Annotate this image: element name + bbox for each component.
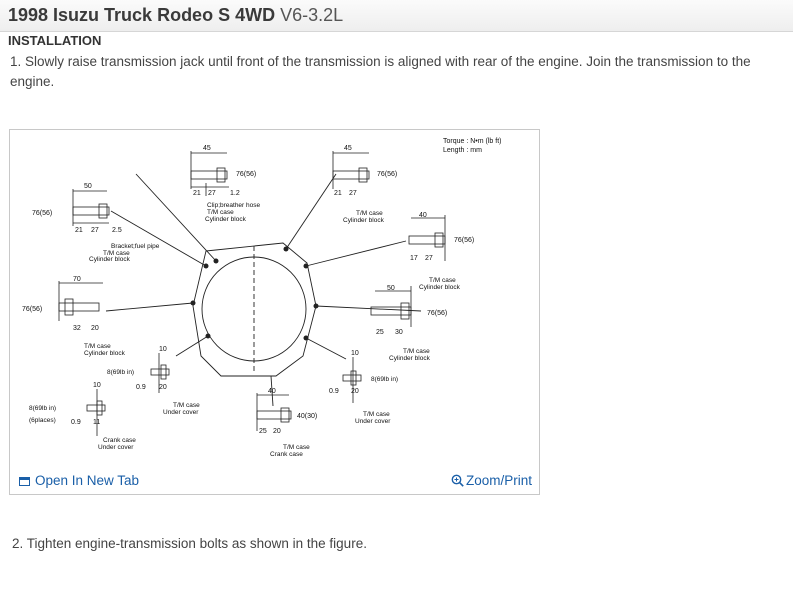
diagram-label: 25 xyxy=(376,329,384,336)
open-in-new-tab-link[interactable]: Open In New Tab xyxy=(19,473,139,488)
diagram-label: 20 xyxy=(273,428,281,435)
diagram-label: 21 xyxy=(334,190,342,197)
page-title: 1998 Isuzu Truck Rodeo S 4WD V6-3.2L xyxy=(8,5,343,26)
new-tab-icon xyxy=(19,477,30,486)
diagram-label: Clip;breather hose xyxy=(207,202,260,209)
diagram-label: 32 xyxy=(73,325,81,332)
diagram-label: 70 xyxy=(73,276,81,283)
diagram-label: 76(56) xyxy=(22,306,42,313)
diagram-label: Bracket;fuel pipe xyxy=(111,243,160,250)
diagram-label: 50 xyxy=(387,285,395,292)
diagram-label: 10 xyxy=(93,382,101,389)
housing-outline xyxy=(192,242,317,377)
bolt-right-lower-small: 10 8(69lb in) 0.9 20 T/M case Under cove… xyxy=(329,350,398,425)
diagram-label: Under cover xyxy=(98,444,134,451)
diagram-label: T/M case xyxy=(84,343,111,350)
diagram-label: Cylinder block xyxy=(205,216,247,223)
diagram-label: T/M case xyxy=(283,444,310,451)
bolt-upper-left: 50 76(56) 21 27 2.5 Bracket;fuel pipe T/… xyxy=(32,183,160,263)
bolt-bottom-center: 40 40(30) 25 20 T/M case Crank case xyxy=(256,388,317,458)
zoom-icon xyxy=(451,474,464,487)
diagram-label: 27 xyxy=(425,255,433,262)
bolt-torque-diagram: Torque : N•m (lb ft) Length : mm 45 76(5… xyxy=(22,138,501,458)
diagram-label: T/M case xyxy=(429,277,456,284)
engine-label: V6-3.2L xyxy=(280,5,344,25)
diagram-label: T/M case xyxy=(207,209,234,216)
bolt-top-left: 45 76(56) 21 27 1.2 Clip;breather hose T… xyxy=(190,145,260,223)
step-1-text: 1. Slowly raise transmission jack until … xyxy=(10,54,751,89)
zoom-print-label: Zoom/Print xyxy=(465,473,532,488)
diagram-label: 17 xyxy=(410,255,418,262)
diagram-label: 76(56) xyxy=(32,210,52,217)
diagram-label: 40 xyxy=(419,212,427,219)
diagram-label: 20 xyxy=(91,325,99,332)
diagram-label: 76(56) xyxy=(454,237,474,244)
diagram-label: T/M case xyxy=(403,348,430,355)
legend-length: Length : mm xyxy=(443,147,482,154)
diagram-label: 20 xyxy=(159,384,167,391)
zoom-print-link[interactable]: Zoom/Print xyxy=(451,473,532,488)
diagram-label: 45 xyxy=(344,145,352,152)
diagram-label: T/M case xyxy=(173,402,200,409)
diagram-label: 27 xyxy=(91,227,99,234)
diagram-label: Cylinder block xyxy=(419,284,461,291)
diagram-label: 76(56) xyxy=(427,310,447,317)
diagram-label: 50 xyxy=(84,183,92,190)
diagram-label: Cylinder block xyxy=(389,355,431,362)
diagram-label: 30 xyxy=(395,329,403,336)
open-in-new-tab-label: Open In New Tab xyxy=(35,473,140,488)
diagram-label: 20 xyxy=(351,388,359,395)
figure-container: Torque : N•m (lb ft) Length : mm 45 76(5… xyxy=(9,129,540,495)
bolt-mid-left: 70 76(56) 32 20 T/M case Cylinder block xyxy=(22,276,126,357)
diagram-label: T/M case xyxy=(356,210,383,217)
diagram-label: 8(69lb in) xyxy=(371,376,398,383)
diagram-label: 21 xyxy=(193,190,201,197)
diagram-label: 11 xyxy=(93,419,100,426)
diagram-label: 76(56) xyxy=(377,171,397,178)
diagram-label: 21 xyxy=(75,227,83,234)
vehicle-title: 1998 Isuzu Truck Rodeo S 4WD xyxy=(8,5,276,25)
bolt-right-mid: 50 76(56) 25 30 T/M case Cylinder block xyxy=(370,285,447,362)
diagram-label: 27 xyxy=(208,190,216,197)
bolt-right-upper: 40 76(56) 17 27 T/M case Cylinder block xyxy=(408,212,474,291)
title-bar: 1998 Isuzu Truck Rodeo S 4WD V6-3.2L xyxy=(0,0,793,32)
section-heading: INSTALLATION xyxy=(8,33,102,48)
diagram-label: 27 xyxy=(349,190,357,197)
diagram-label: 45 xyxy=(203,145,211,152)
diagram-label: Cylinder block xyxy=(89,256,131,263)
diagram-label: Under cover xyxy=(355,418,391,425)
legend-torque: Torque : N•m (lb ft) xyxy=(443,138,501,145)
diagram-label: 76(56) xyxy=(236,171,256,178)
bolt-lower-left-small: 10 8(69lb in) 0.9 20 T/M case Under cove… xyxy=(107,346,200,416)
diagram-label: 8(69lb in) xyxy=(107,369,134,376)
diagram-label: 10 xyxy=(159,346,167,353)
diagram-label: (6places) xyxy=(29,417,56,424)
bolt-top-right: 45 76(56) 21 27 T/M case Cylinder block xyxy=(332,145,397,224)
diagram-label: 10 xyxy=(351,350,359,357)
diagram-label: 0.9 xyxy=(136,384,146,391)
diagram-label: 8(69lb in) xyxy=(29,405,56,412)
diagram-label: 40 xyxy=(268,388,276,395)
diagram-label: Cylinder block xyxy=(343,217,385,224)
diagram-label: T/M case xyxy=(103,250,130,257)
diagram-label: 40(30) xyxy=(297,413,317,420)
step-2-text: 2. Tighten engine-transmission bolts as … xyxy=(12,536,367,551)
diagram-label: 0.9 xyxy=(329,388,339,395)
diagram-label: Under cover xyxy=(163,409,199,416)
diagram-label: 25 xyxy=(259,428,267,435)
diagram-label: 0.9 xyxy=(71,419,81,426)
bolt-far-lower-left: 10 8(69lb in) (6places) 0.9 11 Crank cas… xyxy=(29,382,136,451)
diagram-label: T/M case xyxy=(363,411,390,418)
diagram-label: Crank case xyxy=(103,437,136,444)
diagram-label: 2.5 xyxy=(112,227,122,234)
diagram-label: 1.2 xyxy=(230,190,240,197)
diagram-label: Cylinder block xyxy=(84,350,126,357)
diagram-label: Crank case xyxy=(270,451,303,458)
